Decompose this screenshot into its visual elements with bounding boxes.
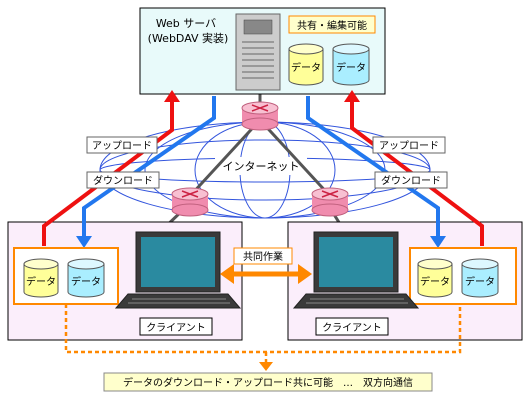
shared-badge	[288, 15, 376, 34]
upload-left-callout: アップロード	[86, 136, 158, 154]
client-right-data-left-db-icon: データ	[417, 258, 453, 298]
client-left-label: クライアント	[146, 322, 206, 334]
client-left-data-left-db-icon: データ	[23, 258, 59, 298]
client-right-label: クライアント	[322, 322, 382, 334]
collab-label-box	[233, 247, 293, 265]
upload-right-label: アップロード	[379, 140, 439, 152]
download-arrowhead-left	[76, 236, 92, 248]
router-right-icon	[311, 187, 349, 217]
server-subtitle: (WebDAV 実装)	[148, 31, 229, 45]
client-left-data-right-label: データ	[71, 275, 101, 288]
upload-arrowhead-right	[344, 90, 360, 102]
server-data-right-label: データ	[336, 61, 366, 74]
server-tower-icon	[235, 13, 281, 91]
download-arrow-right	[306, 96, 440, 236]
download-right-callout: ダウンロード	[374, 171, 448, 189]
client-right-data-right-label: データ	[465, 275, 495, 288]
download-right-label: ダウンロード	[381, 174, 441, 187]
footer-arrowhead	[259, 362, 273, 371]
server-data-left-db-icon: データ	[288, 43, 324, 86]
server-data-right-db-icon: データ	[332, 43, 370, 86]
collab-double-arrow	[220, 264, 312, 284]
internet-label-bg	[215, 157, 307, 175]
web-server-box: Web サーバ (WebDAV 実装) 共有・編集可能 データ データ	[139, 7, 386, 95]
client-right-label-box	[315, 317, 389, 336]
download-arrow-left	[82, 96, 216, 236]
footer-note-box	[103, 372, 433, 392]
footer-connector	[64, 304, 462, 362]
footer-note: データのダウンロード・アップロード共に可能 … 双方向通信	[123, 376, 413, 389]
upload-right-callout: アップロード	[372, 136, 446, 154]
client-left-laptop-icon	[114, 231, 242, 309]
client-left-data-left-label: データ	[26, 275, 56, 288]
internet-label: インターネット	[223, 160, 300, 173]
router-top-icon	[241, 101, 279, 131]
client-right-data-right-db-icon: データ	[461, 258, 499, 298]
router-left-icon	[171, 187, 209, 217]
client-left-label-box	[139, 317, 213, 336]
client-right-data-left-label: データ	[420, 275, 450, 288]
server-title: Web サーバ	[156, 17, 216, 30]
download-arrowhead-right	[430, 236, 446, 248]
upload-left-label: アップロード	[92, 140, 152, 152]
shared-badge-text: 共有・編集可能	[297, 19, 367, 32]
server-data-left-label: データ	[291, 61, 321, 74]
client-right-laptop-icon	[292, 231, 420, 309]
download-left-label: ダウンロード	[93, 174, 153, 187]
collab-label: 共同作業	[243, 250, 283, 263]
download-left-callout: ダウンロード	[86, 171, 160, 189]
upload-arrowhead-left	[164, 90, 180, 102]
client-left-data-right-db-icon: データ	[67, 258, 105, 298]
